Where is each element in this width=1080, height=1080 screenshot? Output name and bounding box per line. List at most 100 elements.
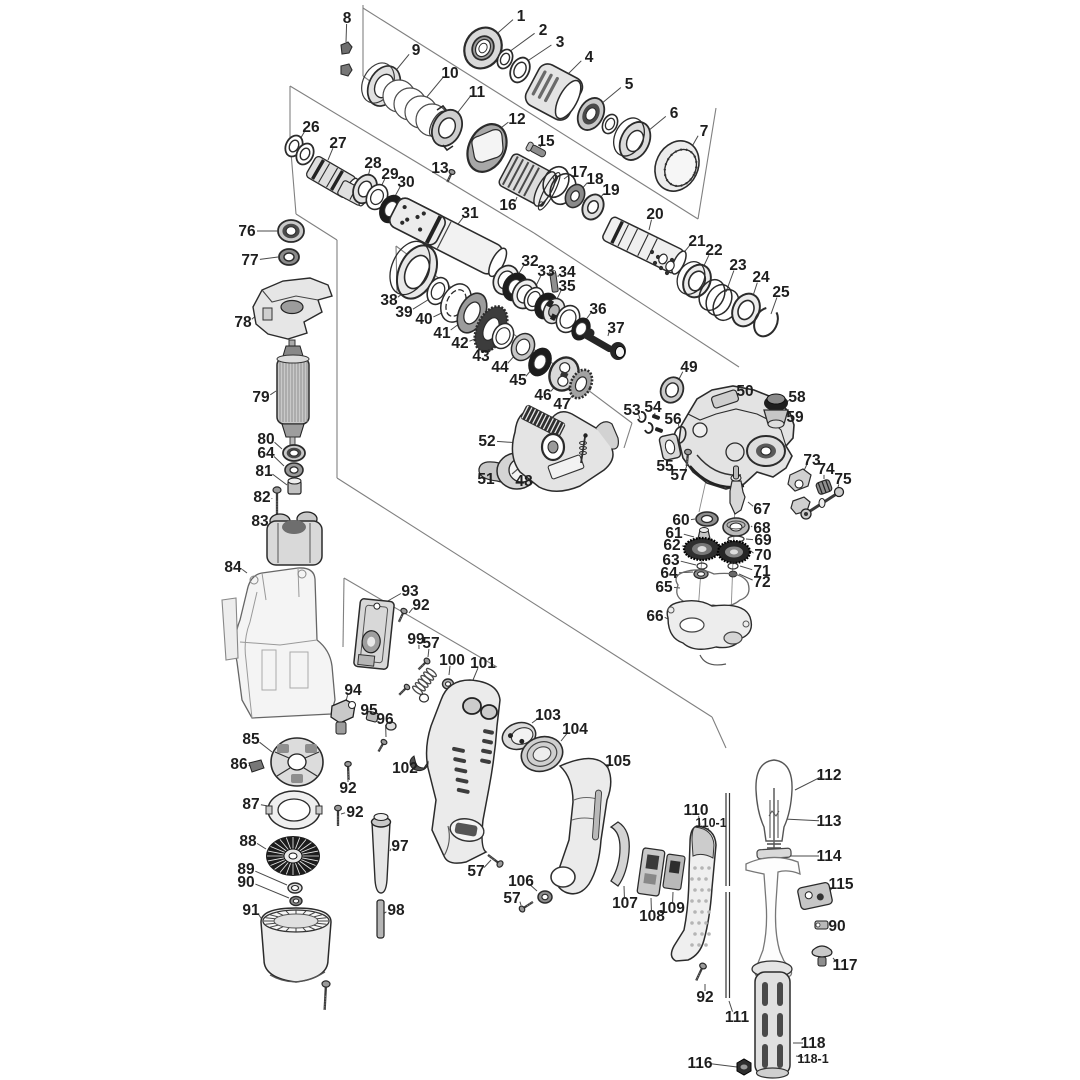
svg-text:73: 73 bbox=[803, 452, 821, 469]
svg-text:16: 16 bbox=[499, 197, 517, 214]
svg-text:47: 47 bbox=[553, 396, 570, 413]
svg-text:48: 48 bbox=[515, 473, 533, 490]
svg-text:82: 82 bbox=[253, 489, 270, 506]
svg-text:62: 62 bbox=[663, 537, 680, 554]
svg-text:100: 100 bbox=[439, 652, 465, 669]
svg-text:39: 39 bbox=[395, 304, 413, 321]
svg-text:50: 50 bbox=[736, 383, 753, 400]
svg-text:110-1: 110-1 bbox=[695, 816, 726, 830]
svg-text:52: 52 bbox=[478, 433, 495, 450]
svg-text:32: 32 bbox=[521, 253, 538, 270]
svg-text:57: 57 bbox=[670, 467, 687, 484]
svg-text:112: 112 bbox=[816, 767, 841, 784]
svg-text:108: 108 bbox=[639, 908, 665, 925]
svg-text:3: 3 bbox=[556, 34, 565, 51]
svg-text:26: 26 bbox=[302, 119, 320, 136]
svg-text:15: 15 bbox=[537, 133, 555, 150]
svg-text:23: 23 bbox=[729, 257, 747, 274]
svg-text:7: 7 bbox=[700, 123, 709, 140]
svg-text:97: 97 bbox=[391, 838, 408, 855]
svg-text:89: 89 bbox=[237, 861, 255, 878]
svg-text:69: 69 bbox=[754, 532, 772, 549]
svg-text:86: 86 bbox=[230, 756, 248, 773]
svg-text:109: 109 bbox=[659, 900, 685, 917]
svg-text:4: 4 bbox=[585, 49, 594, 66]
svg-text:49: 49 bbox=[680, 359, 698, 376]
svg-text:84: 84 bbox=[224, 559, 242, 576]
svg-text:77: 77 bbox=[241, 252, 258, 269]
svg-text:83: 83 bbox=[251, 513, 269, 530]
svg-text:102: 102 bbox=[392, 760, 418, 777]
svg-text:19: 19 bbox=[602, 182, 620, 199]
svg-text:42: 42 bbox=[451, 335, 468, 352]
svg-text:105: 105 bbox=[605, 753, 631, 770]
svg-text:56: 56 bbox=[664, 411, 682, 428]
svg-text:22: 22 bbox=[705, 242, 722, 259]
svg-text:70: 70 bbox=[754, 547, 771, 564]
svg-text:30: 30 bbox=[397, 174, 414, 191]
svg-text:72: 72 bbox=[753, 574, 770, 591]
svg-text:65: 65 bbox=[655, 579, 673, 596]
svg-text:98: 98 bbox=[387, 902, 405, 919]
svg-text:103: 103 bbox=[535, 707, 561, 724]
svg-text:10: 10 bbox=[441, 65, 458, 82]
svg-text:53: 53 bbox=[623, 402, 641, 419]
svg-text:95: 95 bbox=[360, 702, 378, 719]
svg-text:92: 92 bbox=[339, 780, 356, 797]
svg-text:36: 36 bbox=[589, 301, 607, 318]
svg-text:111: 111 bbox=[725, 1009, 750, 1026]
svg-text:27: 27 bbox=[329, 135, 346, 152]
svg-text:78: 78 bbox=[234, 314, 252, 331]
svg-text:1: 1 bbox=[517, 8, 526, 25]
svg-text:110: 110 bbox=[683, 802, 708, 819]
svg-text:45: 45 bbox=[509, 372, 527, 389]
svg-text:80: 80 bbox=[257, 431, 274, 448]
svg-text:81: 81 bbox=[255, 463, 273, 480]
svg-text:64: 64 bbox=[660, 565, 678, 582]
svg-text:35: 35 bbox=[558, 278, 576, 295]
svg-text:31: 31 bbox=[461, 205, 479, 222]
svg-text:20: 20 bbox=[646, 206, 663, 223]
svg-text:90: 90 bbox=[828, 918, 845, 935]
svg-text:55: 55 bbox=[656, 458, 674, 475]
svg-text:92: 92 bbox=[696, 989, 713, 1006]
svg-text:12: 12 bbox=[508, 111, 525, 128]
svg-text:79: 79 bbox=[252, 389, 270, 406]
svg-text:106: 106 bbox=[508, 873, 534, 890]
svg-text:54: 54 bbox=[644, 399, 662, 416]
svg-text:46: 46 bbox=[534, 387, 552, 404]
svg-text:96: 96 bbox=[376, 711, 394, 728]
svg-text:18: 18 bbox=[586, 171, 604, 188]
svg-text:43: 43 bbox=[472, 348, 490, 365]
svg-text:75: 75 bbox=[834, 471, 852, 488]
svg-text:115: 115 bbox=[828, 876, 853, 893]
svg-text:92: 92 bbox=[412, 597, 429, 614]
svg-text:44: 44 bbox=[491, 359, 509, 376]
svg-text:38: 38 bbox=[380, 292, 398, 309]
svg-text:64: 64 bbox=[257, 445, 275, 462]
svg-text:59: 59 bbox=[786, 409, 804, 426]
svg-text:9: 9 bbox=[412, 42, 421, 59]
svg-text:63: 63 bbox=[662, 552, 680, 569]
svg-text:51: 51 bbox=[477, 471, 495, 488]
svg-text:60: 60 bbox=[672, 512, 689, 529]
svg-text:33: 33 bbox=[537, 263, 555, 280]
svg-text:74: 74 bbox=[817, 461, 835, 478]
svg-text:40: 40 bbox=[415, 311, 432, 328]
svg-text:117: 117 bbox=[832, 957, 857, 974]
svg-text:88: 88 bbox=[239, 833, 257, 850]
svg-text:41: 41 bbox=[433, 325, 451, 342]
svg-text:93: 93 bbox=[401, 583, 419, 600]
svg-text:2: 2 bbox=[539, 22, 548, 39]
svg-text:94: 94 bbox=[344, 682, 362, 699]
svg-text:90: 90 bbox=[237, 874, 254, 891]
svg-text:13: 13 bbox=[431, 160, 449, 177]
svg-text:11: 11 bbox=[469, 84, 486, 101]
svg-text:68: 68 bbox=[753, 520, 771, 537]
svg-text:57: 57 bbox=[422, 635, 439, 652]
svg-text:61: 61 bbox=[665, 525, 683, 542]
svg-text:101: 101 bbox=[470, 655, 496, 672]
svg-text:76: 76 bbox=[238, 223, 256, 240]
svg-text:91: 91 bbox=[242, 902, 260, 919]
svg-text:118: 118 bbox=[800, 1035, 825, 1052]
